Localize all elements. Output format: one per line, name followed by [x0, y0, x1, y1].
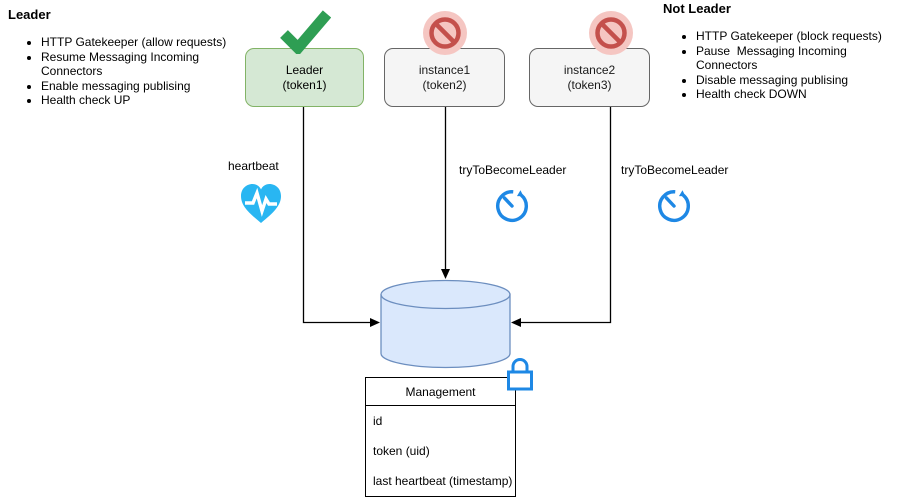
table-row: id — [373, 414, 383, 428]
list-item: Health check DOWN — [696, 87, 901, 102]
list-item: Resume Messaging Incoming Connectors — [41, 50, 240, 79]
leader-node: Leader (token1) — [245, 48, 364, 107]
node-token: (token2) — [422, 77, 467, 92]
table-header: Management — [366, 378, 515, 406]
list-item: Enable messaging publising — [41, 79, 240, 94]
not-leader-notes-list: HTTP Gatekeeper (block requests) Pause M… — [663, 29, 901, 102]
heartbeat-label: heartbeat — [228, 159, 279, 173]
leader-notes-list: HTTP Gatekeeper (allow requests) Resume … — [8, 35, 240, 108]
timer-icon — [496, 190, 529, 223]
list-item: Health check UP — [41, 93, 240, 108]
management-table: Management id token (uid) last heartbeat… — [365, 377, 516, 497]
node-token: (token1) — [282, 77, 327, 92]
list-item: HTTP Gatekeeper (allow requests) — [41, 35, 240, 50]
no-entry-icon — [589, 11, 633, 55]
leader-notes-title: Leader — [8, 7, 51, 22]
lock-icon — [507, 358, 533, 391]
node-token: (token3) — [567, 77, 612, 92]
list-item: Pause Messaging Incoming Connectors — [696, 44, 901, 73]
table-row: last heartbeat (timestamp) — [373, 474, 513, 488]
try-to-become-leader-label: tryToBecomeLeader — [459, 163, 567, 177]
not-leader-notes-title: Not Leader — [663, 1, 731, 16]
node-title: Leader — [285, 62, 324, 77]
leader-notes-panel: Leader HTTP Gatekeeper (allow requests) … — [8, 7, 240, 108]
no-entry-icon — [423, 11, 467, 55]
list-item: Disable messaging publising — [696, 73, 901, 88]
list-item: HTTP Gatekeeper (block requests) — [696, 29, 901, 44]
table-row: token (uid) — [373, 444, 430, 458]
database-cylinder — [380, 279, 511, 369]
check-icon — [280, 10, 331, 54]
not-leader-notes-panel: Not Leader HTTP Gatekeeper (block reques… — [663, 1, 901, 102]
instance2-node: instance2 (token3) — [529, 48, 650, 107]
node-title: instance1 — [418, 62, 471, 77]
heartbeat-icon — [241, 184, 281, 223]
instance1-node: instance1 (token2) — [384, 48, 505, 107]
timer-icon — [658, 190, 691, 223]
try-to-become-leader-label: tryToBecomeLeader — [621, 163, 729, 177]
node-title: instance2 — [563, 62, 616, 77]
